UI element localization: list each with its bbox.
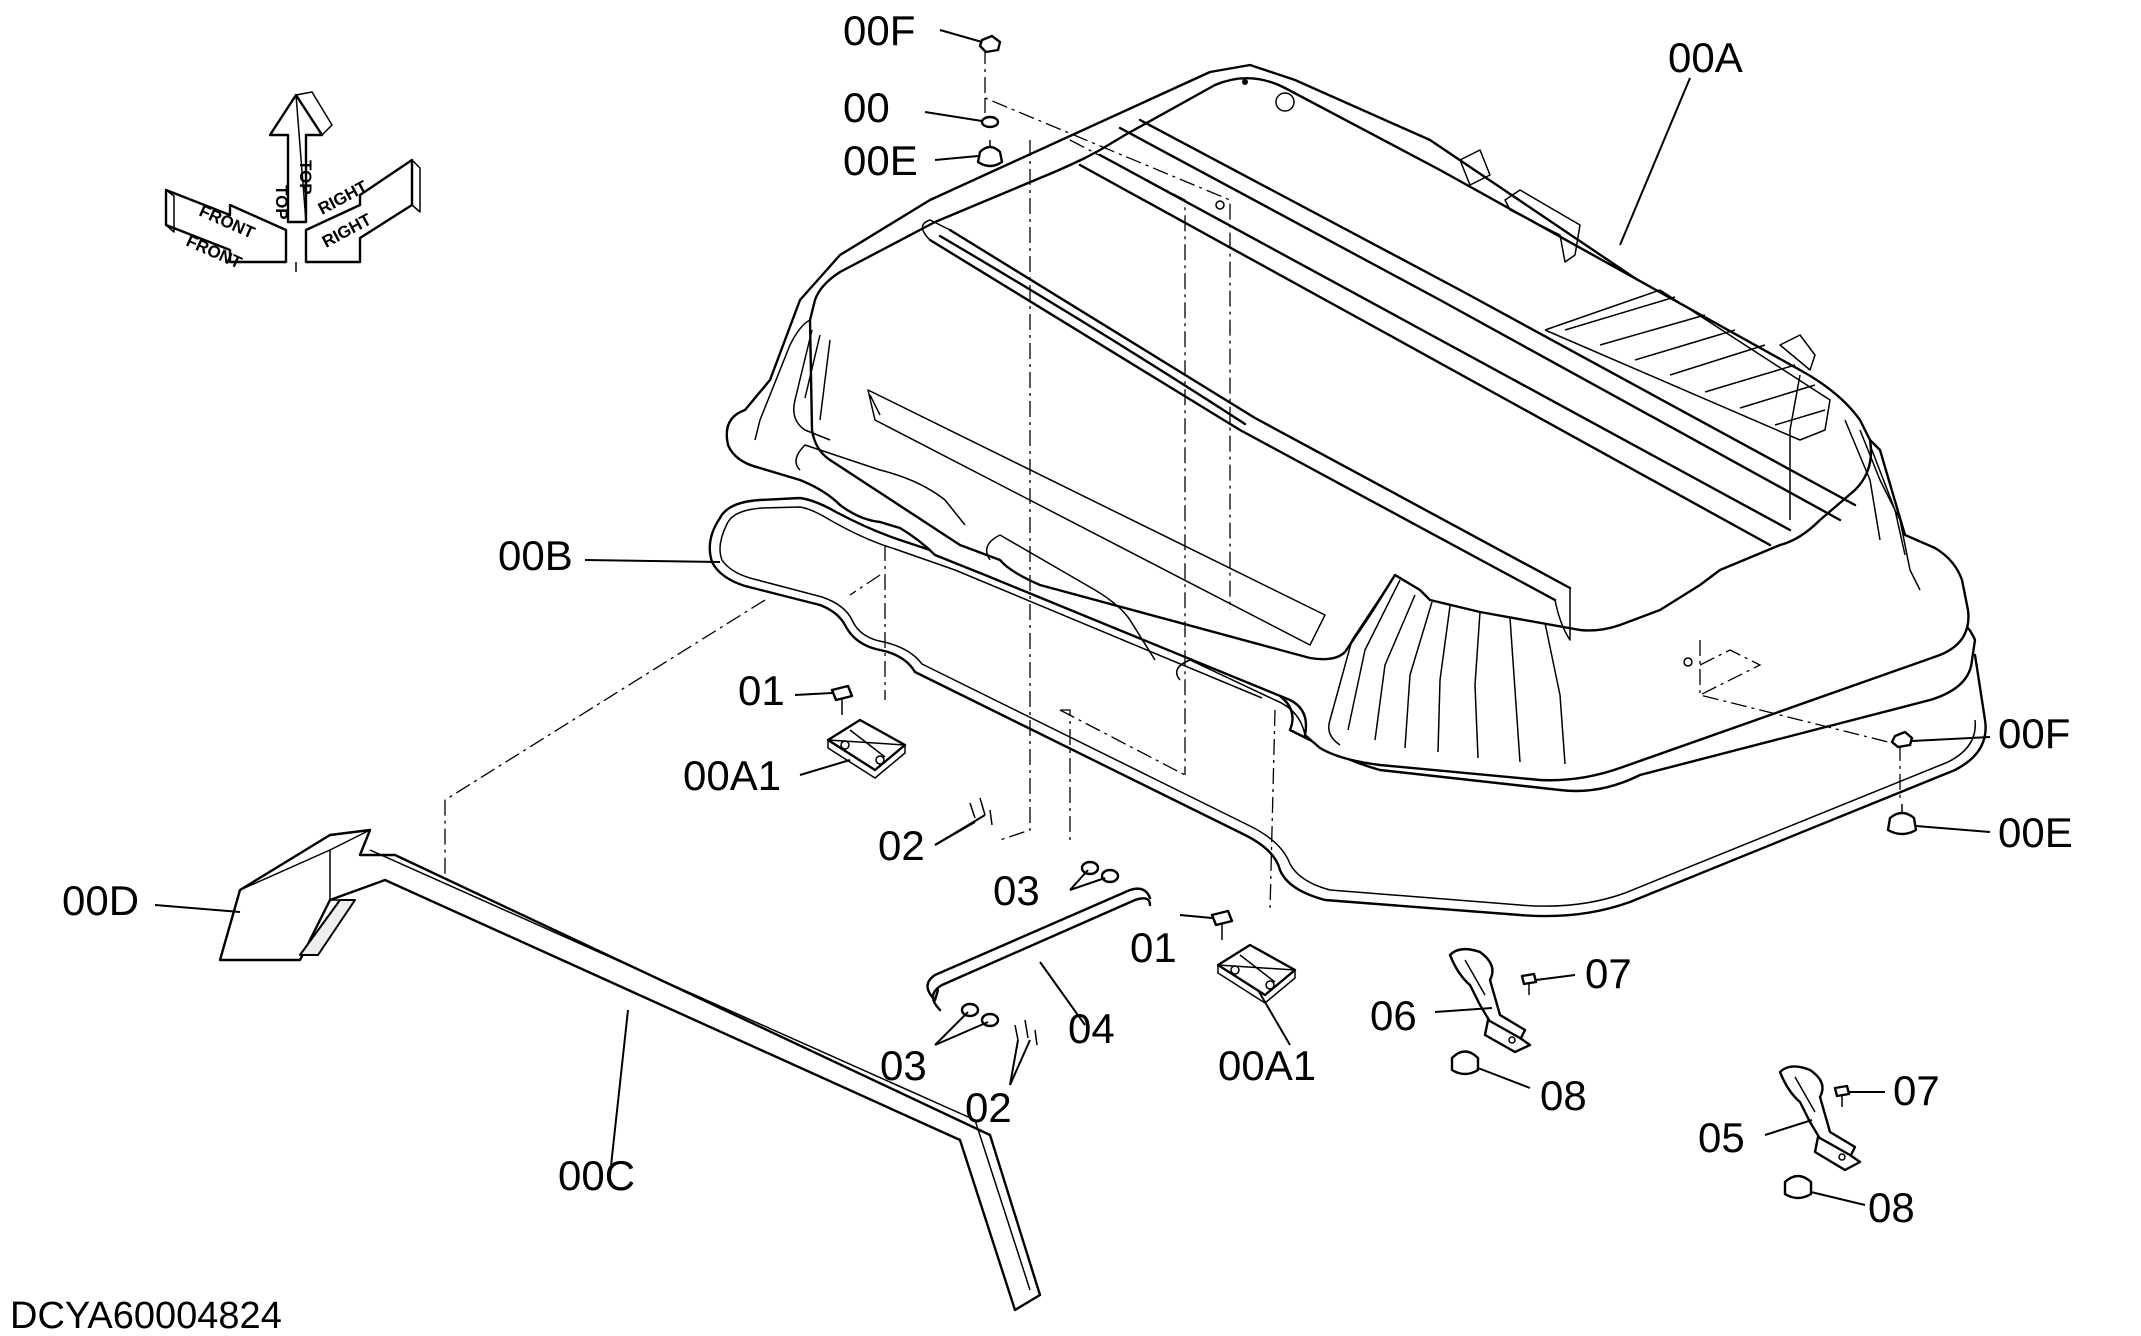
rubber-00e-top <box>976 145 1004 168</box>
pin-02-upper <box>969 797 993 826</box>
washer-03-a <box>1080 860 1100 876</box>
washer-03-b <box>1100 868 1120 884</box>
callout-03-lower: 03 <box>880 1042 927 1089</box>
main-cover <box>725 63 1970 782</box>
hinge-right <box>1216 943 1297 1004</box>
callout-06: 06 <box>1370 992 1417 1039</box>
callout-01-right: 01 <box>1130 924 1177 971</box>
right-arrow-side <box>411 159 421 213</box>
stay-rod <box>926 887 1152 1012</box>
hinge-left <box>826 718 907 779</box>
screw-07-lower <box>1833 1084 1851 1098</box>
screw-07-upper <box>1520 972 1538 986</box>
assembly-lines <box>444 48 1901 911</box>
leader-lines <box>154 29 1991 1206</box>
callout-07-lower: 07 <box>1893 1067 1940 1114</box>
callout-03-upper: 03 <box>993 867 1040 914</box>
stopper-08-upper <box>1450 1050 1480 1076</box>
front-bar <box>218 828 1042 1312</box>
bar-end-face <box>299 899 356 956</box>
callout-00a1-left: 00A1 <box>683 752 781 799</box>
up-arrow-side <box>295 91 333 223</box>
callout-02-upper: 02 <box>878 822 925 869</box>
callout-00: 00 <box>843 84 890 131</box>
callout-00c: 00C <box>558 1152 635 1199</box>
pin-02-lower <box>1014 1019 1038 1046</box>
bolt-01-right <box>1210 909 1234 927</box>
callout-08-upper: 08 <box>1540 1072 1587 1119</box>
nut-00f-right <box>1890 730 1914 749</box>
callout-00a1-right: 00A1 <box>1218 1042 1316 1089</box>
latch-06 <box>1448 947 1532 1054</box>
top-label: TOP <box>296 160 315 195</box>
front-arrow-side <box>165 189 175 233</box>
callout-00f-right: 00F <box>1998 710 2070 757</box>
rubber-00e-right <box>1886 811 1918 836</box>
stopper-08-lower <box>1783 1174 1813 1200</box>
bolt-01-left <box>830 684 854 702</box>
washer-00 <box>980 115 1000 129</box>
callout-05: 05 <box>1698 1114 1745 1161</box>
callout-07-upper: 07 <box>1585 950 1632 997</box>
callout-00e-top: 00E <box>843 137 918 184</box>
drawing-code: DCYA60004824 <box>10 1295 282 1336</box>
orientation-indicator: FRONT FRONT TOP TOP RIGHT RIGHT <box>164 91 421 273</box>
callout-01-left: 01 <box>738 667 785 714</box>
latch-05 <box>1778 1065 1862 1172</box>
callout-labels: 00F 00 00E 00A 00B 01 00A1 02 00D 03 01 … <box>62 7 2073 1231</box>
callout-00f-top: 00F <box>843 7 915 54</box>
callout-00a: 00A <box>1668 34 1743 81</box>
callout-04: 04 <box>1068 1005 1115 1052</box>
callout-00d: 00D <box>62 877 139 924</box>
callout-00e-right: 00E <box>1998 809 2073 856</box>
top-mirrored-label: TOP <box>272 185 291 220</box>
nut-00f-top <box>978 34 1002 54</box>
callout-02-lower: 02 <box>965 1084 1012 1131</box>
callout-00b: 00B <box>498 532 573 579</box>
callout-08-lower: 08 <box>1868 1184 1915 1231</box>
